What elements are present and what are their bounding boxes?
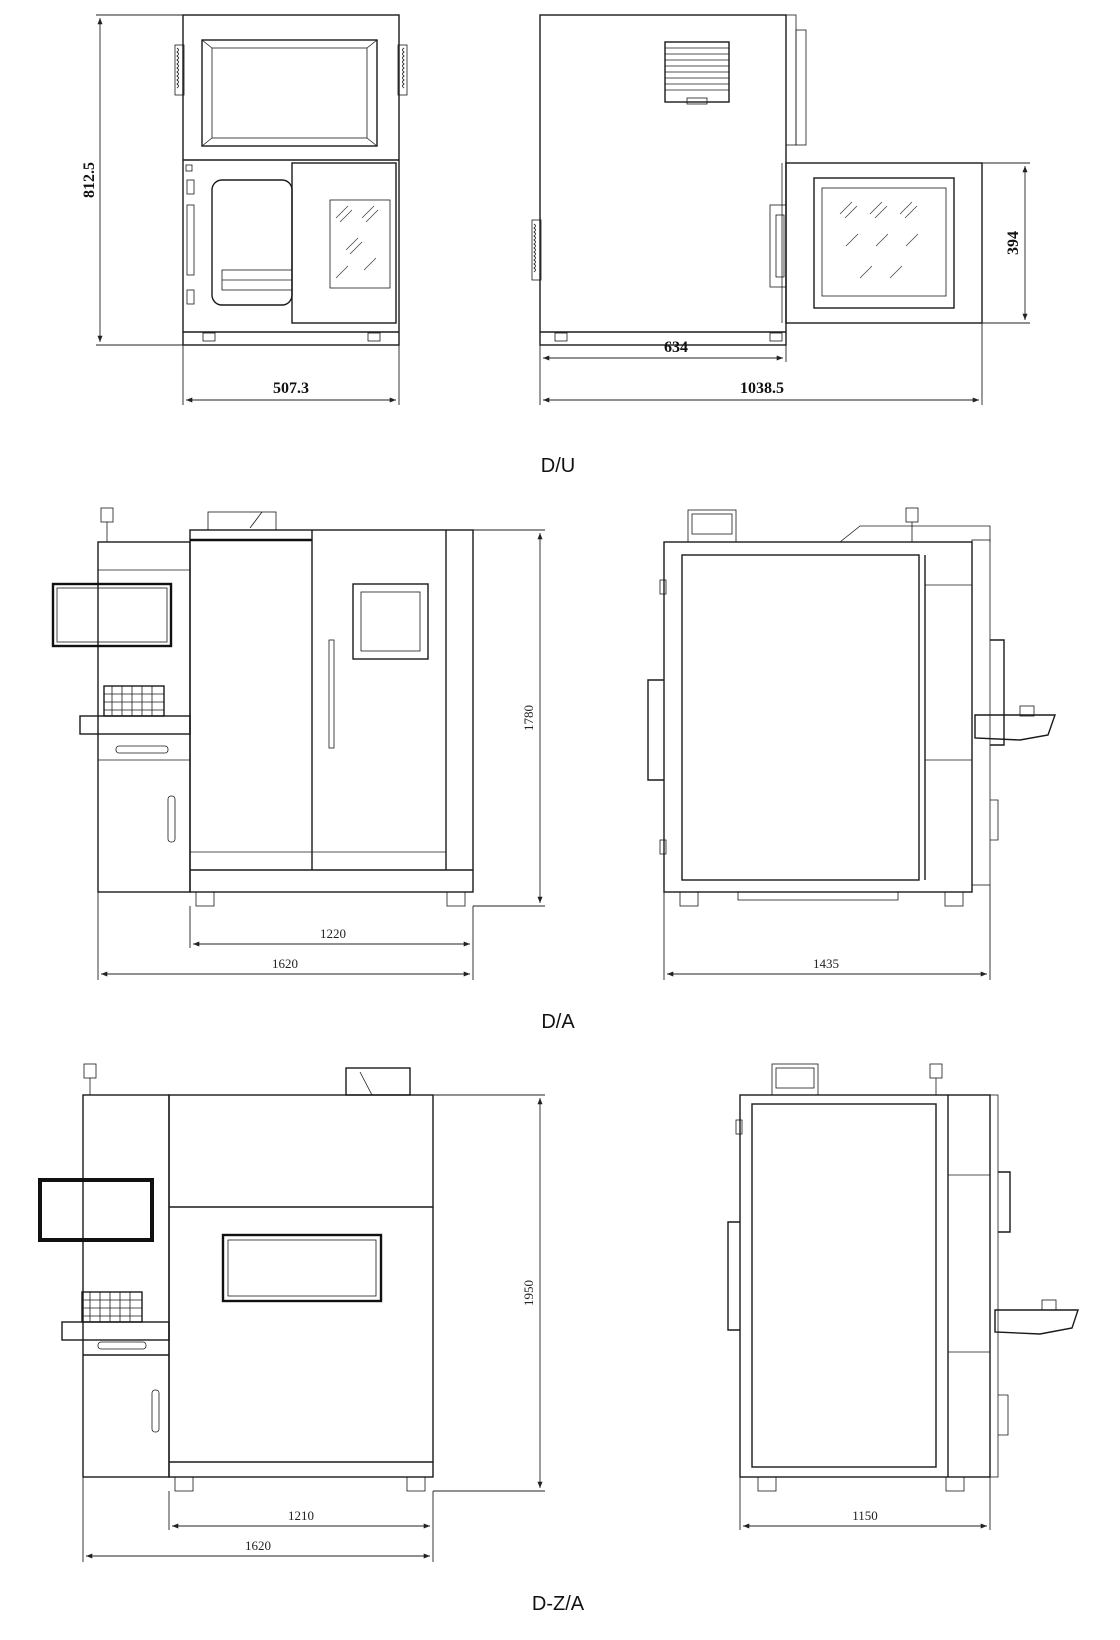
da-side-depth-label: 1435 xyxy=(813,956,839,971)
du-front-height-label: 812.5 xyxy=(81,162,98,198)
dza-front-height-label: 1950 xyxy=(521,1280,536,1306)
du-front-width-label: 507.3 xyxy=(273,380,309,397)
dza-side-depth-label: 1150 xyxy=(852,1508,878,1523)
du-side-view: 394 634 1038.5 xyxy=(531,14,1030,405)
dza-front-total-width-label: 1620 xyxy=(245,1538,271,1553)
du-front-view: 812.5 507.3 xyxy=(81,14,408,405)
caption-du: D/U xyxy=(541,455,575,477)
da-side-view: 1435 xyxy=(647,507,1056,980)
dza-front-view: 1950 1210 1620 xyxy=(38,1063,545,1562)
da-front-height-label: 1780 xyxy=(521,705,536,731)
caption-da: D/A xyxy=(541,1011,575,1033)
da-front-total-width-label: 1620 xyxy=(272,956,298,971)
dza-front-chamber-width-label: 1210 xyxy=(288,1508,314,1523)
da-front-chamber-width-label: 1220 xyxy=(320,926,346,941)
caption-dza: D-Z/A xyxy=(532,1593,585,1615)
du-side-body-depth-label: 634 xyxy=(664,339,688,356)
du-side-total-depth-label: 1038.5 xyxy=(740,380,784,397)
du-side-door-height-label: 394 xyxy=(1005,231,1022,255)
dza-side-view: 1150 xyxy=(727,1063,1079,1530)
da-front-view: 1780 1220 1620 xyxy=(51,507,545,980)
